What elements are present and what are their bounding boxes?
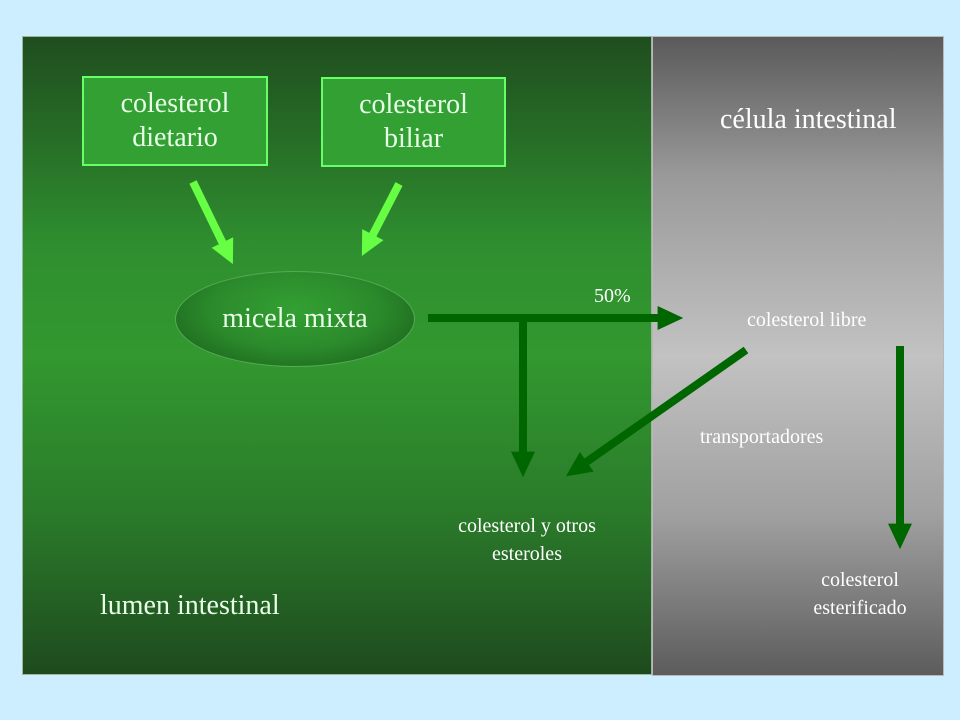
arrow-free-to-sterols-transporters: [565, 346, 749, 477]
transporters-label: transportadores: [700, 426, 824, 448]
cell-region-label: célula intestinal: [720, 104, 897, 135]
arrow-dietary-to-micelle: [189, 180, 234, 265]
node-dietary-label: colesterol dietario: [120, 88, 230, 153]
absorption-percent-label: 50%: [594, 285, 631, 307]
node-dietary-cholesterol: colesterol dietario: [82, 76, 268, 166]
node-micelle-label: micela mixta: [222, 303, 368, 334]
node-free-cholesterol: colesterol libre: [747, 309, 867, 331]
cell-region: [652, 36, 944, 676]
lumen-region-label: lumen intestinal: [100, 590, 280, 621]
node-biliary-label: colesterol biliar: [359, 89, 468, 154]
node-sterols: colesterol y otros esteroles: [458, 515, 596, 565]
arrow-biliary-to-micelle: [361, 182, 403, 256]
node-biliary-cholesterol: colesterol biliar: [321, 77, 506, 167]
node-mixed-micelle: micela mixta: [175, 271, 415, 367]
node-esterified-cholesterol: colesterol esterificado: [813, 569, 907, 619]
